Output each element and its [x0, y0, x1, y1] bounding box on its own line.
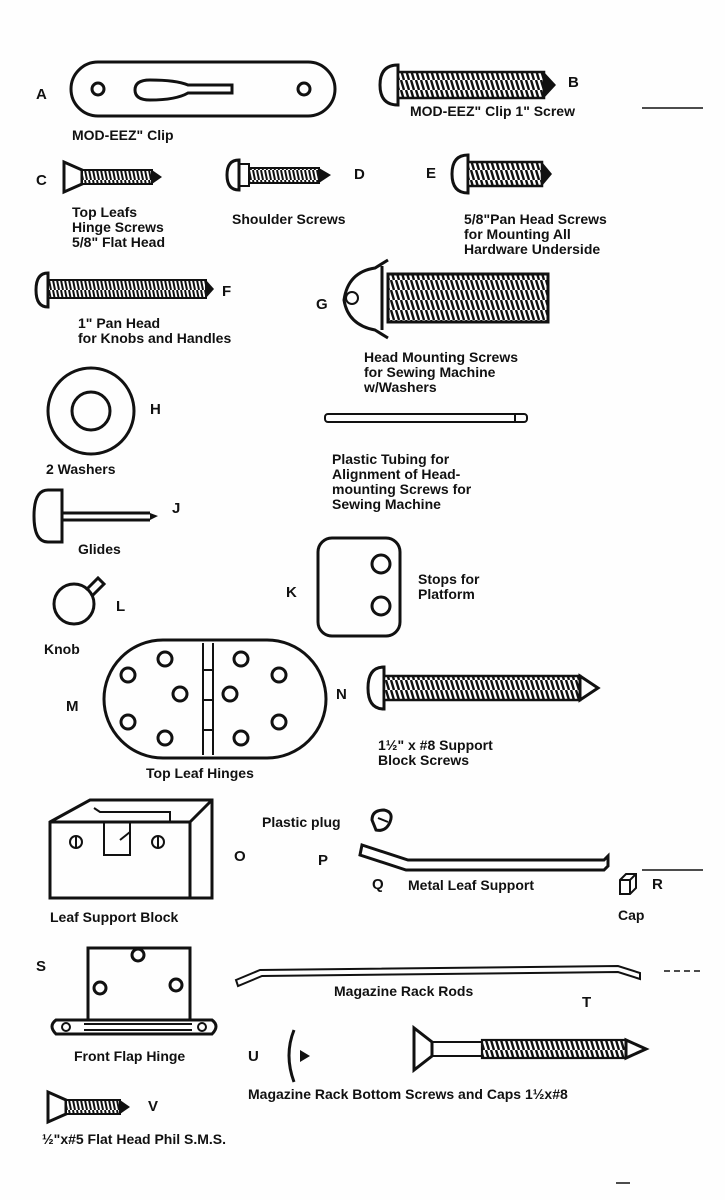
part-v-screw-drawing: [46, 1089, 130, 1125]
part-caption: Magazine Rack Bottom Screws and Caps 1½x…: [248, 1086, 568, 1102]
part-caption: Head Mounting Screws for Sewing Machine …: [364, 349, 519, 395]
part-m-hinge-drawing: [102, 638, 328, 760]
part-letter: F: [222, 283, 232, 300]
part-u-cap-drawing: [287, 1029, 310, 1083]
part-letter: B: [568, 74, 579, 91]
part-caption: Plastic Tubing for Alignment of Head- mo…: [332, 451, 472, 512]
part-letter: T: [582, 994, 592, 1011]
part-caption: Top Leafs Hinge Screws 5/8" Flat Head: [72, 204, 166, 250]
part-caption: Metal Leaf Support: [408, 877, 535, 893]
part-letter: G: [316, 296, 328, 313]
part-caption: 2 Washers: [46, 461, 116, 477]
part-letter: E: [426, 165, 437, 182]
part-letter: L: [116, 598, 126, 615]
part-l-knob-drawing: [52, 575, 107, 626]
part-h-washer-drawing: [46, 366, 136, 456]
part-caption: Front Flap Hinge: [74, 1048, 186, 1064]
part-g-screw-drawing: [342, 258, 550, 340]
part-caption: Plastic plug: [262, 814, 341, 830]
part-letter: J: [172, 500, 181, 517]
part-letter: D: [354, 166, 365, 183]
part-t-screw-drawing: [412, 1024, 650, 1074]
part-caption: MOD-EEZ" Clip: [72, 127, 174, 143]
part-caption: Top Leaf Hinges: [146, 765, 254, 781]
part-caption: MOD-EEZ" Clip 1" Screw: [410, 103, 575, 119]
part-f-screw-drawing: [34, 271, 214, 309]
part-o-block-drawing: [48, 798, 214, 900]
part-n-screw-drawing: [366, 665, 601, 711]
part-letter: N: [336, 686, 347, 703]
part-p-plug-drawing: [370, 808, 393, 832]
plastic-tubing-drawing: [324, 413, 528, 423]
part-d-screw-drawing: [225, 158, 331, 192]
part-letter: S: [36, 958, 47, 975]
part-caption: Stops for Platform: [418, 571, 480, 602]
part-letter: V: [148, 1098, 159, 1115]
part-caption: Magazine Rack Rods: [334, 983, 474, 999]
part-letter: P: [318, 852, 329, 869]
part-q-support-drawing: [358, 843, 610, 872]
part-caption: Knob: [44, 641, 80, 657]
part-letter: C: [36, 172, 47, 189]
part-caption: Cap: [618, 907, 645, 923]
part-letter: U: [248, 1048, 259, 1065]
magazine-rack-rod-drawing: [234, 964, 641, 988]
part-c-screw-drawing: [62, 159, 162, 195]
part-s-hinge-drawing: [50, 946, 218, 1036]
part-r-cap-drawing: [619, 873, 637, 895]
part-letter: O: [234, 848, 246, 865]
part-caption: Shoulder Screws: [232, 211, 346, 227]
part-b-screw-drawing: [378, 63, 556, 107]
part-letter: K: [286, 584, 297, 601]
part-caption: ½"x#5 Flat Head Phil S.M.S.: [42, 1131, 227, 1147]
part-caption: Leaf Support Block: [50, 909, 179, 925]
part-letter: H: [150, 401, 161, 418]
part-e-screw-drawing: [450, 153, 552, 195]
part-caption: Glides: [78, 541, 121, 557]
part-a-clip-drawing: [69, 60, 337, 118]
part-letter: R: [652, 876, 663, 893]
part-letter: Q: [372, 876, 384, 893]
part-j-glide-drawing: [32, 488, 158, 544]
part-letter: A: [36, 86, 47, 103]
part-caption: 5/8"Pan Head Screws for Mounting All Har…: [464, 211, 607, 257]
part-k-stop-drawing: [316, 536, 402, 638]
part-caption: 1½" x #8 Support Block Screws: [378, 737, 493, 768]
part-caption: 1" Pan Head for Knobs and Handles: [78, 315, 232, 346]
part-letter: M: [66, 698, 79, 715]
